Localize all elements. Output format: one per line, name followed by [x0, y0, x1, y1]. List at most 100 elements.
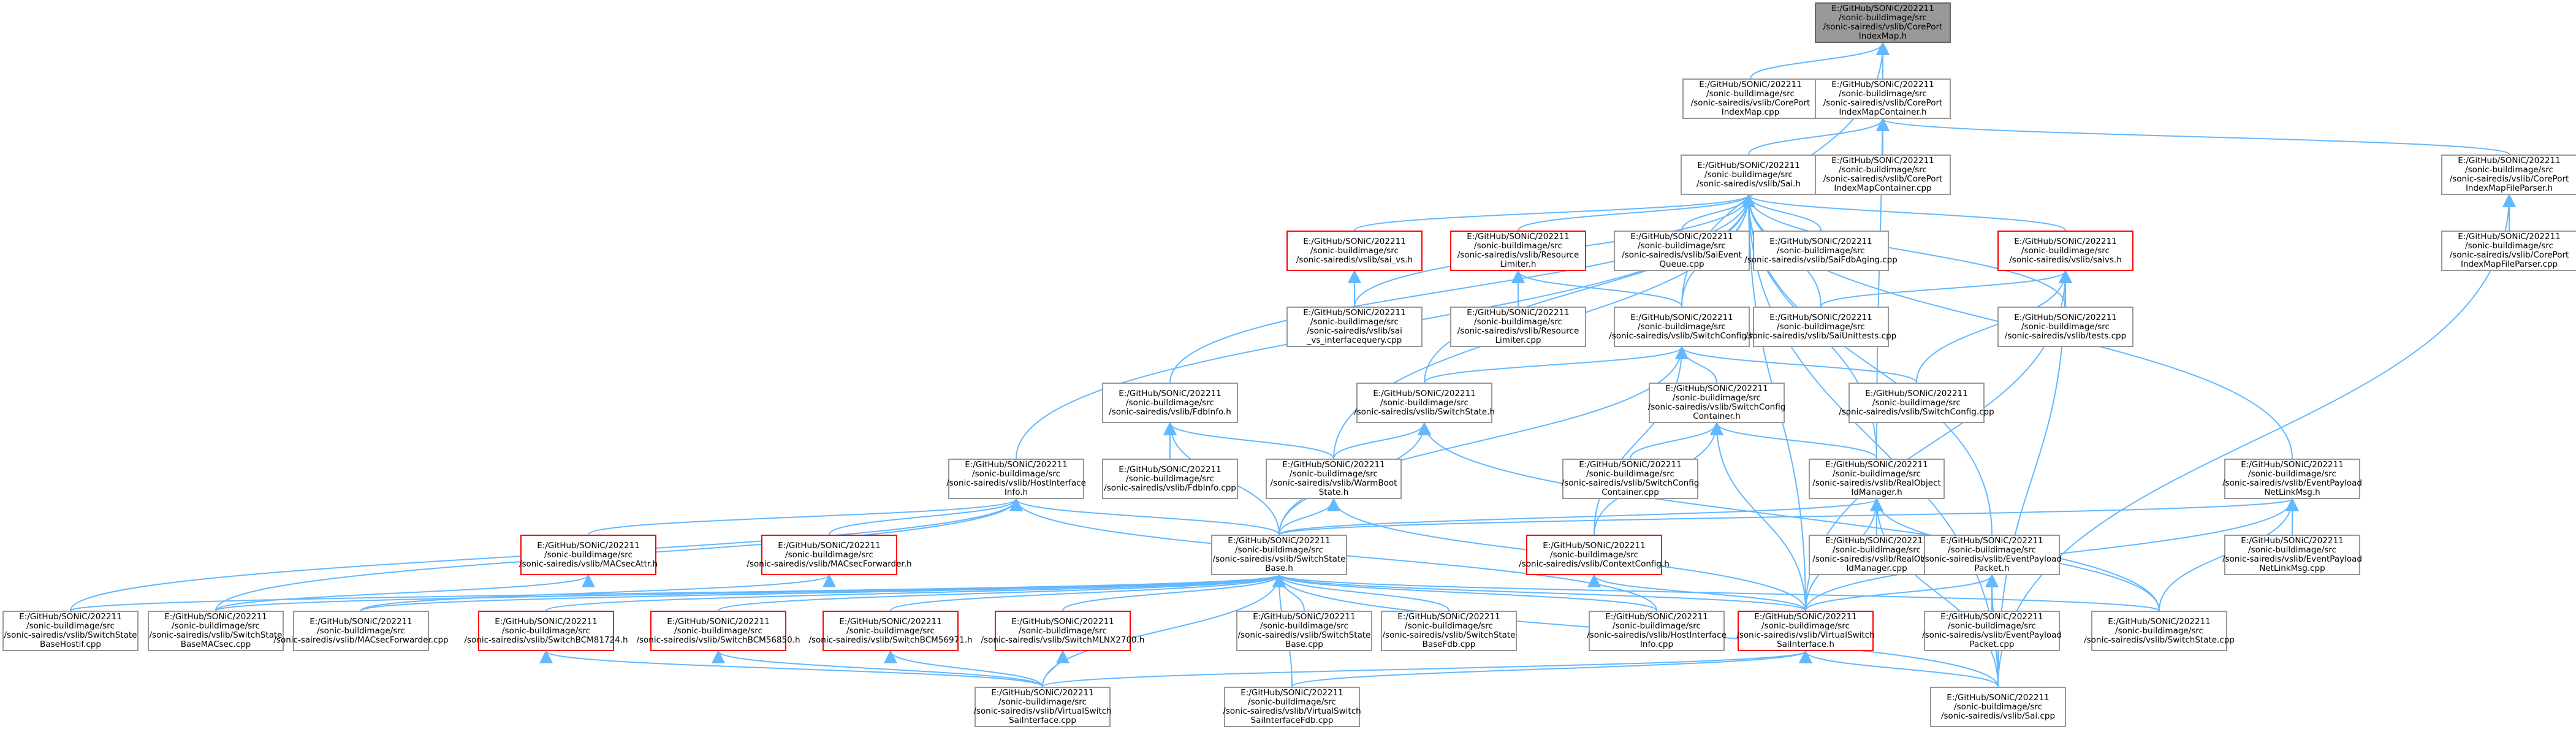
dependency-edge: [1291, 649, 1812, 687]
file-node[interactable]: E:/GitHub/SONiC/202211 /sonic-buildimage…: [2, 611, 139, 651]
file-node-label: E:/GitHub/SONiC/202211 /sonic-buildimage…: [1922, 536, 2062, 573]
file-node-label: E:/GitHub/SONiC/202211 /sonic-buildimage…: [1457, 308, 1579, 345]
file-node[interactable]: E:/GitHub/SONiC/202211 /sonic-buildimage…: [1211, 535, 1347, 575]
file-node[interactable]: E:/GitHub/SONiC/202211 /sonic-buildimage…: [1746, 307, 1896, 347]
file-node[interactable]: E:/GitHub/SONiC/202211 /sonic-buildimage…: [1561, 459, 1700, 499]
dependency-edge: [215, 573, 595, 611]
undocumented-file-node[interactable]: E:/GitHub/SONiC/202211 /sonic-buildimage…: [1519, 535, 1670, 575]
file-node[interactable]: E:/GitHub/SONiC/202211 /sonic-buildimage…: [148, 611, 284, 651]
dependency-edge: [1742, 193, 1999, 687]
file-node[interactable]: E:/GitHub/SONiC/202211 /sonic-buildimage…: [1922, 535, 2062, 575]
file-node[interactable]: E:/GitHub/SONiC/202211 /sonic-buildimage…: [273, 611, 449, 651]
file-node-label: E:/GitHub/SONiC/202211 /sonic-buildimage…: [1109, 388, 1231, 417]
undocumented-file-node[interactable]: E:/GitHub/SONiC/202211 /sonic-buildimage…: [464, 611, 628, 651]
dependency-edge: [890, 573, 1286, 611]
dependency-edge: [1587, 573, 1806, 611]
file-node[interactable]: E:/GitHub/SONiC/202211 /sonic-buildimage…: [1450, 307, 1586, 347]
file-node[interactable]: E:/GitHub/SONiC/202211 /sonic-buildimage…: [2084, 611, 2235, 651]
undocumented-file-node[interactable]: E:/GitHub/SONiC/202211 /sonic-buildimage…: [747, 535, 912, 575]
file-node[interactable]: E:/GitHub/SONiC/202211 /sonic-buildimage…: [1609, 307, 1755, 347]
file-node[interactable]: E:/GitHub/SONiC/202211 /sonic-buildimage…: [1681, 155, 1817, 195]
dependency-edge: [360, 573, 1285, 611]
file-node[interactable]: E:/GitHub/SONiC/202211 /sonic-buildimage…: [1236, 611, 1372, 651]
file-node-label: E:/GitHub/SONiC/202211 /sonic-buildimage…: [1561, 460, 1700, 497]
dependency-edge: [712, 649, 1043, 687]
file-node[interactable]: E:/GitHub/SONiC/202211 /sonic-buildimage…: [1223, 687, 1361, 727]
file-node[interactable]: E:/GitHub/SONiC/202211 /sonic-buildimage…: [1809, 459, 1945, 499]
file-node[interactable]: E:/GitHub/SONiC/202211 /sonic-buildimage…: [1930, 687, 2066, 727]
file-node[interactable]: E:/GitHub/SONiC/202211 /sonic-buildimage…: [1922, 611, 2062, 651]
file-node-label: E:/GitHub/SONiC/202211 /sonic-buildimage…: [1457, 232, 1579, 269]
file-node[interactable]: E:/GitHub/SONiC/202211 /sonic-buildimage…: [946, 459, 1086, 499]
undocumented-file-node[interactable]: E:/GitHub/SONiC/202211 /sonic-buildimage…: [519, 535, 658, 575]
dependency-edge: [1870, 497, 1999, 687]
file-node[interactable]: E:/GitHub/SONiC/202211 /sonic-buildimage…: [1997, 307, 2133, 347]
undocumented-file-node[interactable]: E:/GitHub/SONiC/202211 /sonic-buildimage…: [1997, 231, 2133, 271]
file-node[interactable]: E:/GitHub/SONiC/202211 /sonic-buildimage…: [2222, 535, 2362, 575]
file-node[interactable]: E:/GitHub/SONiC/202211 /sonic-buildimage…: [1102, 459, 1238, 499]
file-node-label: E:/GitHub/SONiC/202211 /sonic-buildimage…: [2222, 460, 2362, 497]
file-node[interactable]: E:/GitHub/SONiC/202211 /sonic-buildimage…: [1682, 78, 1818, 119]
file-node-label: E:/GitHub/SONiC/202211 /sonic-buildimage…: [1587, 612, 1727, 649]
file-node[interactable]: E:/GitHub/SONiC/202211 /sonic-buildimage…: [1647, 383, 1786, 423]
dependency-edge: [718, 573, 1286, 611]
file-node[interactable]: E:/GitHub/SONiC/202211 /sonic-buildimage…: [1286, 307, 1423, 347]
dependency-edge: [1916, 269, 2072, 383]
dependency-edge: [1742, 193, 2066, 307]
file-node-label: E:/GitHub/SONiC/202211 /sonic-buildimage…: [2004, 312, 2127, 341]
file-node-label: E:/GitHub/SONiC/202211 /sonic-buildimage…: [4, 612, 137, 649]
file-node-label: E:/GitHub/SONiC/202211 /sonic-buildimage…: [1296, 236, 1413, 265]
file-node-label: E:/GitHub/SONiC/202211 /sonic-buildimage…: [1609, 312, 1755, 341]
dependency-edge: [1279, 497, 1883, 535]
file-node-label: E:/GitHub/SONiC/202211 /sonic-buildimage…: [1104, 464, 1236, 493]
file-node[interactable]: E:/GitHub/SONiC/202211 /sonic-buildimage…: [973, 687, 1112, 727]
root-file-node[interactable]: E:/GitHub/SONiC/202211 /sonic-buildimage…: [1815, 2, 1951, 43]
file-node-label: E:/GitHub/SONiC/202211 /sonic-buildimage…: [273, 616, 449, 645]
file-node[interactable]: E:/GitHub/SONiC/202211 /sonic-buildimage…: [1381, 611, 1517, 651]
file-node[interactable]: E:/GitHub/SONiC/202211 /sonic-buildimage…: [2441, 155, 2576, 195]
dependency-edge: [1710, 421, 1877, 459]
dependency-edge: [1009, 497, 1280, 535]
dependency-edge: [1424, 193, 1755, 383]
undocumented-file-node[interactable]: E:/GitHub/SONiC/202211 /sonic-buildimage…: [1450, 231, 1586, 271]
undocumented-file-node[interactable]: E:/GitHub/SONiC/202211 /sonic-buildimage…: [1736, 611, 1875, 651]
file-node-label: E:/GitHub/SONiC/202211 /sonic-buildimage…: [636, 616, 800, 645]
file-node[interactable]: E:/GitHub/SONiC/202211 /sonic-buildimage…: [1815, 155, 1951, 195]
file-node[interactable]: E:/GitHub/SONiC/202211 /sonic-buildimage…: [1839, 383, 1994, 423]
dependency-edge: [1820, 269, 2072, 307]
file-node-label: E:/GitHub/SONiC/202211 /sonic-buildimage…: [1270, 460, 1397, 497]
dependency-edge: [829, 497, 1023, 535]
file-node[interactable]: E:/GitHub/SONiC/202211 /sonic-buildimage…: [1354, 383, 1495, 423]
file-node-label: E:/GitHub/SONiC/202211 /sonic-buildimage…: [946, 460, 1086, 497]
undocumented-file-node[interactable]: E:/GitHub/SONiC/202211 /sonic-buildimage…: [636, 611, 800, 651]
file-node[interactable]: E:/GitHub/SONiC/202211 /sonic-buildimage…: [1266, 459, 1402, 499]
undocumented-file-node[interactable]: E:/GitHub/SONiC/202211 /sonic-buildimage…: [808, 611, 973, 651]
file-node-label: E:/GitHub/SONiC/202211 /sonic-buildimage…: [1647, 384, 1786, 421]
file-node[interactable]: E:/GitHub/SONiC/202211 /sonic-buildimage…: [1587, 611, 1727, 651]
file-node-label: E:/GitHub/SONiC/202211 /sonic-buildimage…: [2449, 232, 2569, 269]
file-node-label: E:/GitHub/SONiC/202211 /sonic-buildimage…: [2449, 156, 2569, 193]
file-node[interactable]: E:/GitHub/SONiC/202211 /sonic-buildimage…: [1102, 383, 1238, 423]
dependency-edge: [1630, 421, 1723, 459]
file-node-label: E:/GitHub/SONiC/202211 /sonic-buildimage…: [2084, 616, 2235, 645]
dependency-edge: [539, 649, 1043, 687]
file-node[interactable]: E:/GitHub/SONiC/202211 /sonic-buildimage…: [2222, 459, 2362, 499]
undocumented-file-node[interactable]: E:/GitHub/SONiC/202211 /sonic-buildimage…: [1286, 231, 1423, 271]
dependency-edge: [1750, 41, 1890, 79]
file-node[interactable]: E:/GitHub/SONiC/202211 /sonic-buildimage…: [1815, 78, 1951, 119]
file-node[interactable]: E:/GitHub/SONiC/202211 /sonic-buildimage…: [1614, 231, 1750, 271]
dependency-edge: [1272, 573, 2160, 611]
file-node-label: E:/GitHub/SONiC/202211 /sonic-buildimage…: [2009, 236, 2122, 265]
dependency-edge: [1042, 649, 1070, 687]
dependency-edge: [1424, 345, 1689, 383]
undocumented-file-node[interactable]: E:/GitHub/SONiC/202211 /sonic-buildimage…: [981, 611, 1144, 651]
dependency-edge: [1748, 117, 1890, 155]
file-node-label: E:/GitHub/SONiC/202211 /sonic-buildimage…: [2222, 536, 2362, 573]
dependency-edge: [1062, 573, 1286, 611]
file-node-label: E:/GitHub/SONiC/202211 /sonic-buildimage…: [973, 688, 1112, 725]
file-node[interactable]: E:/GitHub/SONiC/202211 /sonic-buildimage…: [2441, 231, 2576, 271]
file-node-label: E:/GitHub/SONiC/202211 /sonic-buildimage…: [1237, 612, 1371, 649]
file-node-label: E:/GitHub/SONiC/202211 /sonic-buildimage…: [1736, 612, 1875, 649]
file-node[interactable]: E:/GitHub/SONiC/202211 /sonic-buildimage…: [1744, 231, 1898, 271]
file-node-label: E:/GitHub/SONiC/202211 /sonic-buildimage…: [519, 540, 658, 569]
